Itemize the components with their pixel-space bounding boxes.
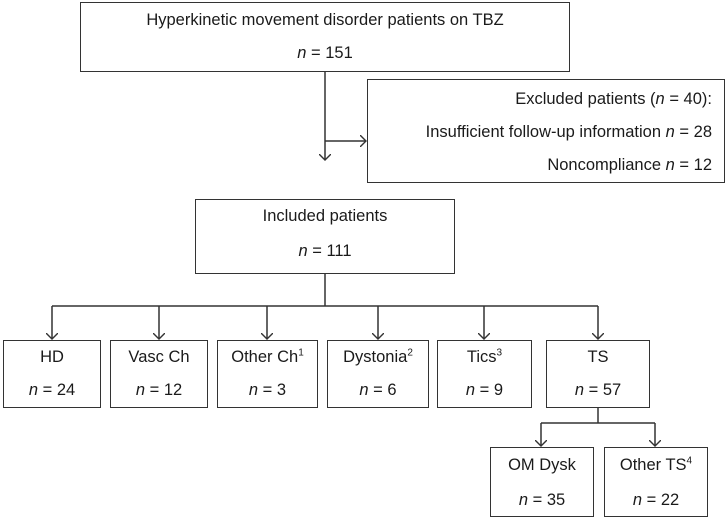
group-count: n = 9 bbox=[465, 381, 504, 399]
group-label: Other Ch1 bbox=[231, 347, 304, 366]
group-label: Dystonia2 bbox=[343, 347, 413, 366]
group-label: Tics3 bbox=[466, 347, 503, 366]
group-count: n = 57 bbox=[574, 381, 622, 399]
group-count: n = 6 bbox=[359, 381, 397, 399]
excluded-box: Excluded patients (n = 40): Insufficient… bbox=[367, 79, 725, 183]
group-label: TS bbox=[587, 348, 609, 366]
group-count: n = 12 bbox=[135, 381, 183, 399]
group-box-tics: Tics3 n = 9 bbox=[437, 340, 532, 408]
subgroup-count: n = 35 bbox=[518, 491, 566, 509]
included-title: Included patients bbox=[262, 207, 388, 225]
subgroup-count: n = 22 bbox=[632, 491, 680, 509]
group-label: HD bbox=[40, 348, 64, 366]
group-label: Vasc Ch bbox=[128, 348, 190, 366]
subgroup-box-other-ts: Other TS4 n = 22 bbox=[604, 447, 708, 517]
start-box: Hyperkinetic movement disorder patients … bbox=[80, 2, 570, 72]
start-title: Hyperkinetic movement disorder patients … bbox=[146, 11, 504, 29]
group-box-ts: TS n = 57 bbox=[546, 340, 650, 408]
group-box-vasc-ch: Vasc Ch n = 12 bbox=[110, 340, 208, 408]
subgroup-label: Other TS4 bbox=[619, 455, 693, 474]
start-count: n = 151 bbox=[297, 44, 353, 62]
excluded-title: Excluded patients (n = 40): bbox=[515, 90, 712, 108]
group-box-other-ch: Other Ch1 n = 3 bbox=[217, 340, 318, 408]
group-box-dystonia: Dystonia2 n = 6 bbox=[327, 340, 429, 408]
subgroup-label: OM Dysk bbox=[508, 456, 576, 474]
subgroup-box-om-dysk: OM Dysk n = 35 bbox=[490, 447, 594, 517]
excluded-reason-noncompliance: Noncompliance n = 12 bbox=[547, 156, 712, 174]
group-count: n = 3 bbox=[248, 381, 287, 399]
group-box-hd: HD n = 24 bbox=[3, 340, 101, 408]
included-count: n = 111 bbox=[298, 242, 352, 260]
excluded-reason-followup: Insufficient follow-up information n = 2… bbox=[425, 123, 712, 141]
included-box: Included patients n = 111 bbox=[195, 199, 455, 274]
group-count: n = 24 bbox=[28, 381, 76, 399]
